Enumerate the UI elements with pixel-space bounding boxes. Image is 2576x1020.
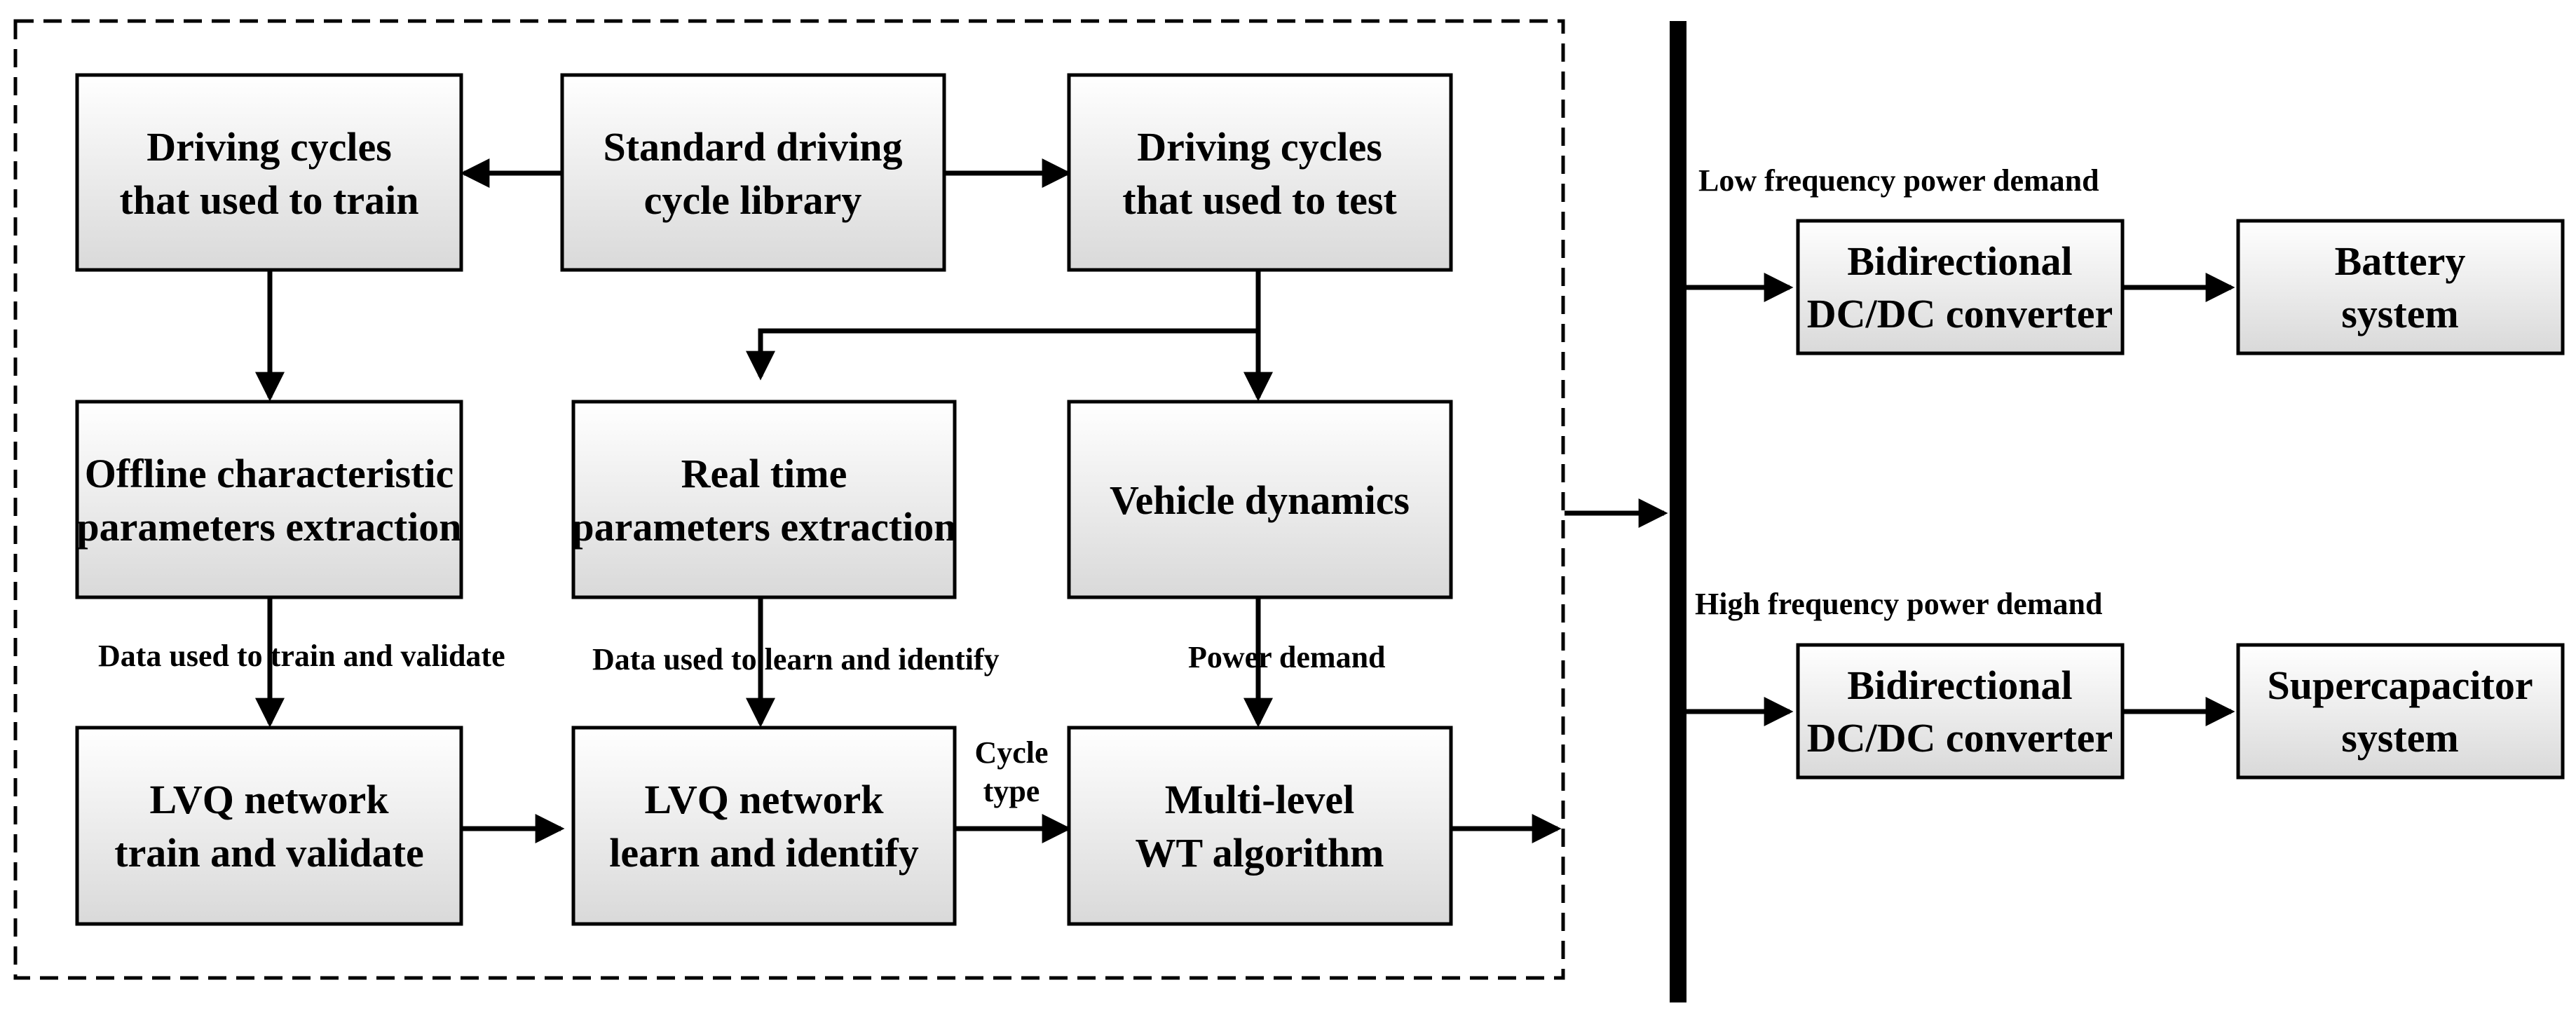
power-bus-bar — [1670, 21, 1686, 1002]
svg-text:Driving cycles: Driving cycles — [1137, 124, 1382, 170]
label-cycle: Cycle — [974, 735, 1048, 770]
box-lvq-learn: LVQ network learn and identify — [571, 726, 957, 926]
label-type: type — [983, 774, 1040, 808]
svg-text:parameters extraction: parameters extraction — [571, 504, 956, 550]
box-battery: Battery system — [2236, 219, 2565, 355]
svg-text:system: system — [2341, 291, 2459, 336]
label-low-frequency: Low frequency power demand — [1698, 163, 2099, 198]
svg-text:Battery: Battery — [2335, 238, 2466, 284]
box-offline-extraction: Offline characteristic parameters extrac… — [75, 400, 463, 599]
box-dcdc-low: Bidirectional DC/DC converter — [1796, 219, 2125, 355]
svg-text:train and validate: train and validate — [114, 830, 424, 876]
svg-text:Offline characteristic: Offline characteristic — [85, 451, 454, 496]
svg-text:LVQ network: LVQ network — [644, 777, 884, 822]
box-realtime-extraction: Real time parameters extraction — [571, 400, 957, 599]
svg-text:Standard driving: Standard driving — [603, 124, 902, 170]
box-lvq-train: LVQ network train and validate — [75, 726, 463, 926]
label-learn-identify: Data used to learn and identify — [592, 642, 1000, 676]
svg-text:DC/DC converter: DC/DC converter — [1807, 291, 2113, 336]
box-dcdc-high: Bidirectional DC/DC converter — [1796, 643, 2125, 780]
svg-text:that used to test: that used to test — [1122, 177, 1397, 223]
label-high-frequency: High frequency power demand — [1695, 587, 2102, 621]
svg-text:WT algorithm: WT algorithm — [1136, 830, 1384, 876]
svg-text:DC/DC converter: DC/DC converter — [1807, 715, 2113, 761]
dashed-enclosure — [13, 19, 1565, 980]
box-vehicle-dynamics: Vehicle dynamics — [1067, 400, 1453, 599]
svg-text:Multi-level: Multi-level — [1165, 777, 1355, 822]
label-train-validate: Data used to train and validate — [98, 639, 505, 673]
svg-text:Real time: Real time — [681, 451, 847, 496]
box-supercapacitor: Supercapacitor system — [2236, 643, 2565, 780]
box-test-cycles: Driving cycles that used to test — [1067, 73, 1453, 272]
box-train-cycles: Driving cycles that used to train — [75, 73, 463, 272]
svg-text:Vehicle dynamics: Vehicle dynamics — [1110, 477, 1410, 523]
svg-text:learn and identify: learn and identify — [609, 830, 919, 876]
box-standard-library: Standard driving cycle library — [560, 73, 946, 272]
box-wt-algorithm: Multi-level WT algorithm — [1067, 726, 1453, 926]
svg-text:Bidirectional: Bidirectional — [1847, 662, 2072, 708]
svg-text:Supercapacitor: Supercapacitor — [2267, 662, 2533, 708]
svg-text:system: system — [2341, 715, 2459, 761]
arrow-test-to-realtime — [746, 328, 1258, 381]
label-power-demand: Power demand — [1188, 640, 1386, 674]
svg-text:cycle library: cycle library — [644, 177, 862, 223]
svg-text:that used to train: that used to train — [120, 177, 419, 223]
svg-text:Driving cycles: Driving cycles — [146, 124, 392, 170]
svg-text:LVQ network: LVQ network — [149, 777, 389, 822]
svg-text:parameters extraction: parameters extraction — [76, 504, 461, 550]
svg-text:Bidirectional: Bidirectional — [1847, 238, 2072, 284]
